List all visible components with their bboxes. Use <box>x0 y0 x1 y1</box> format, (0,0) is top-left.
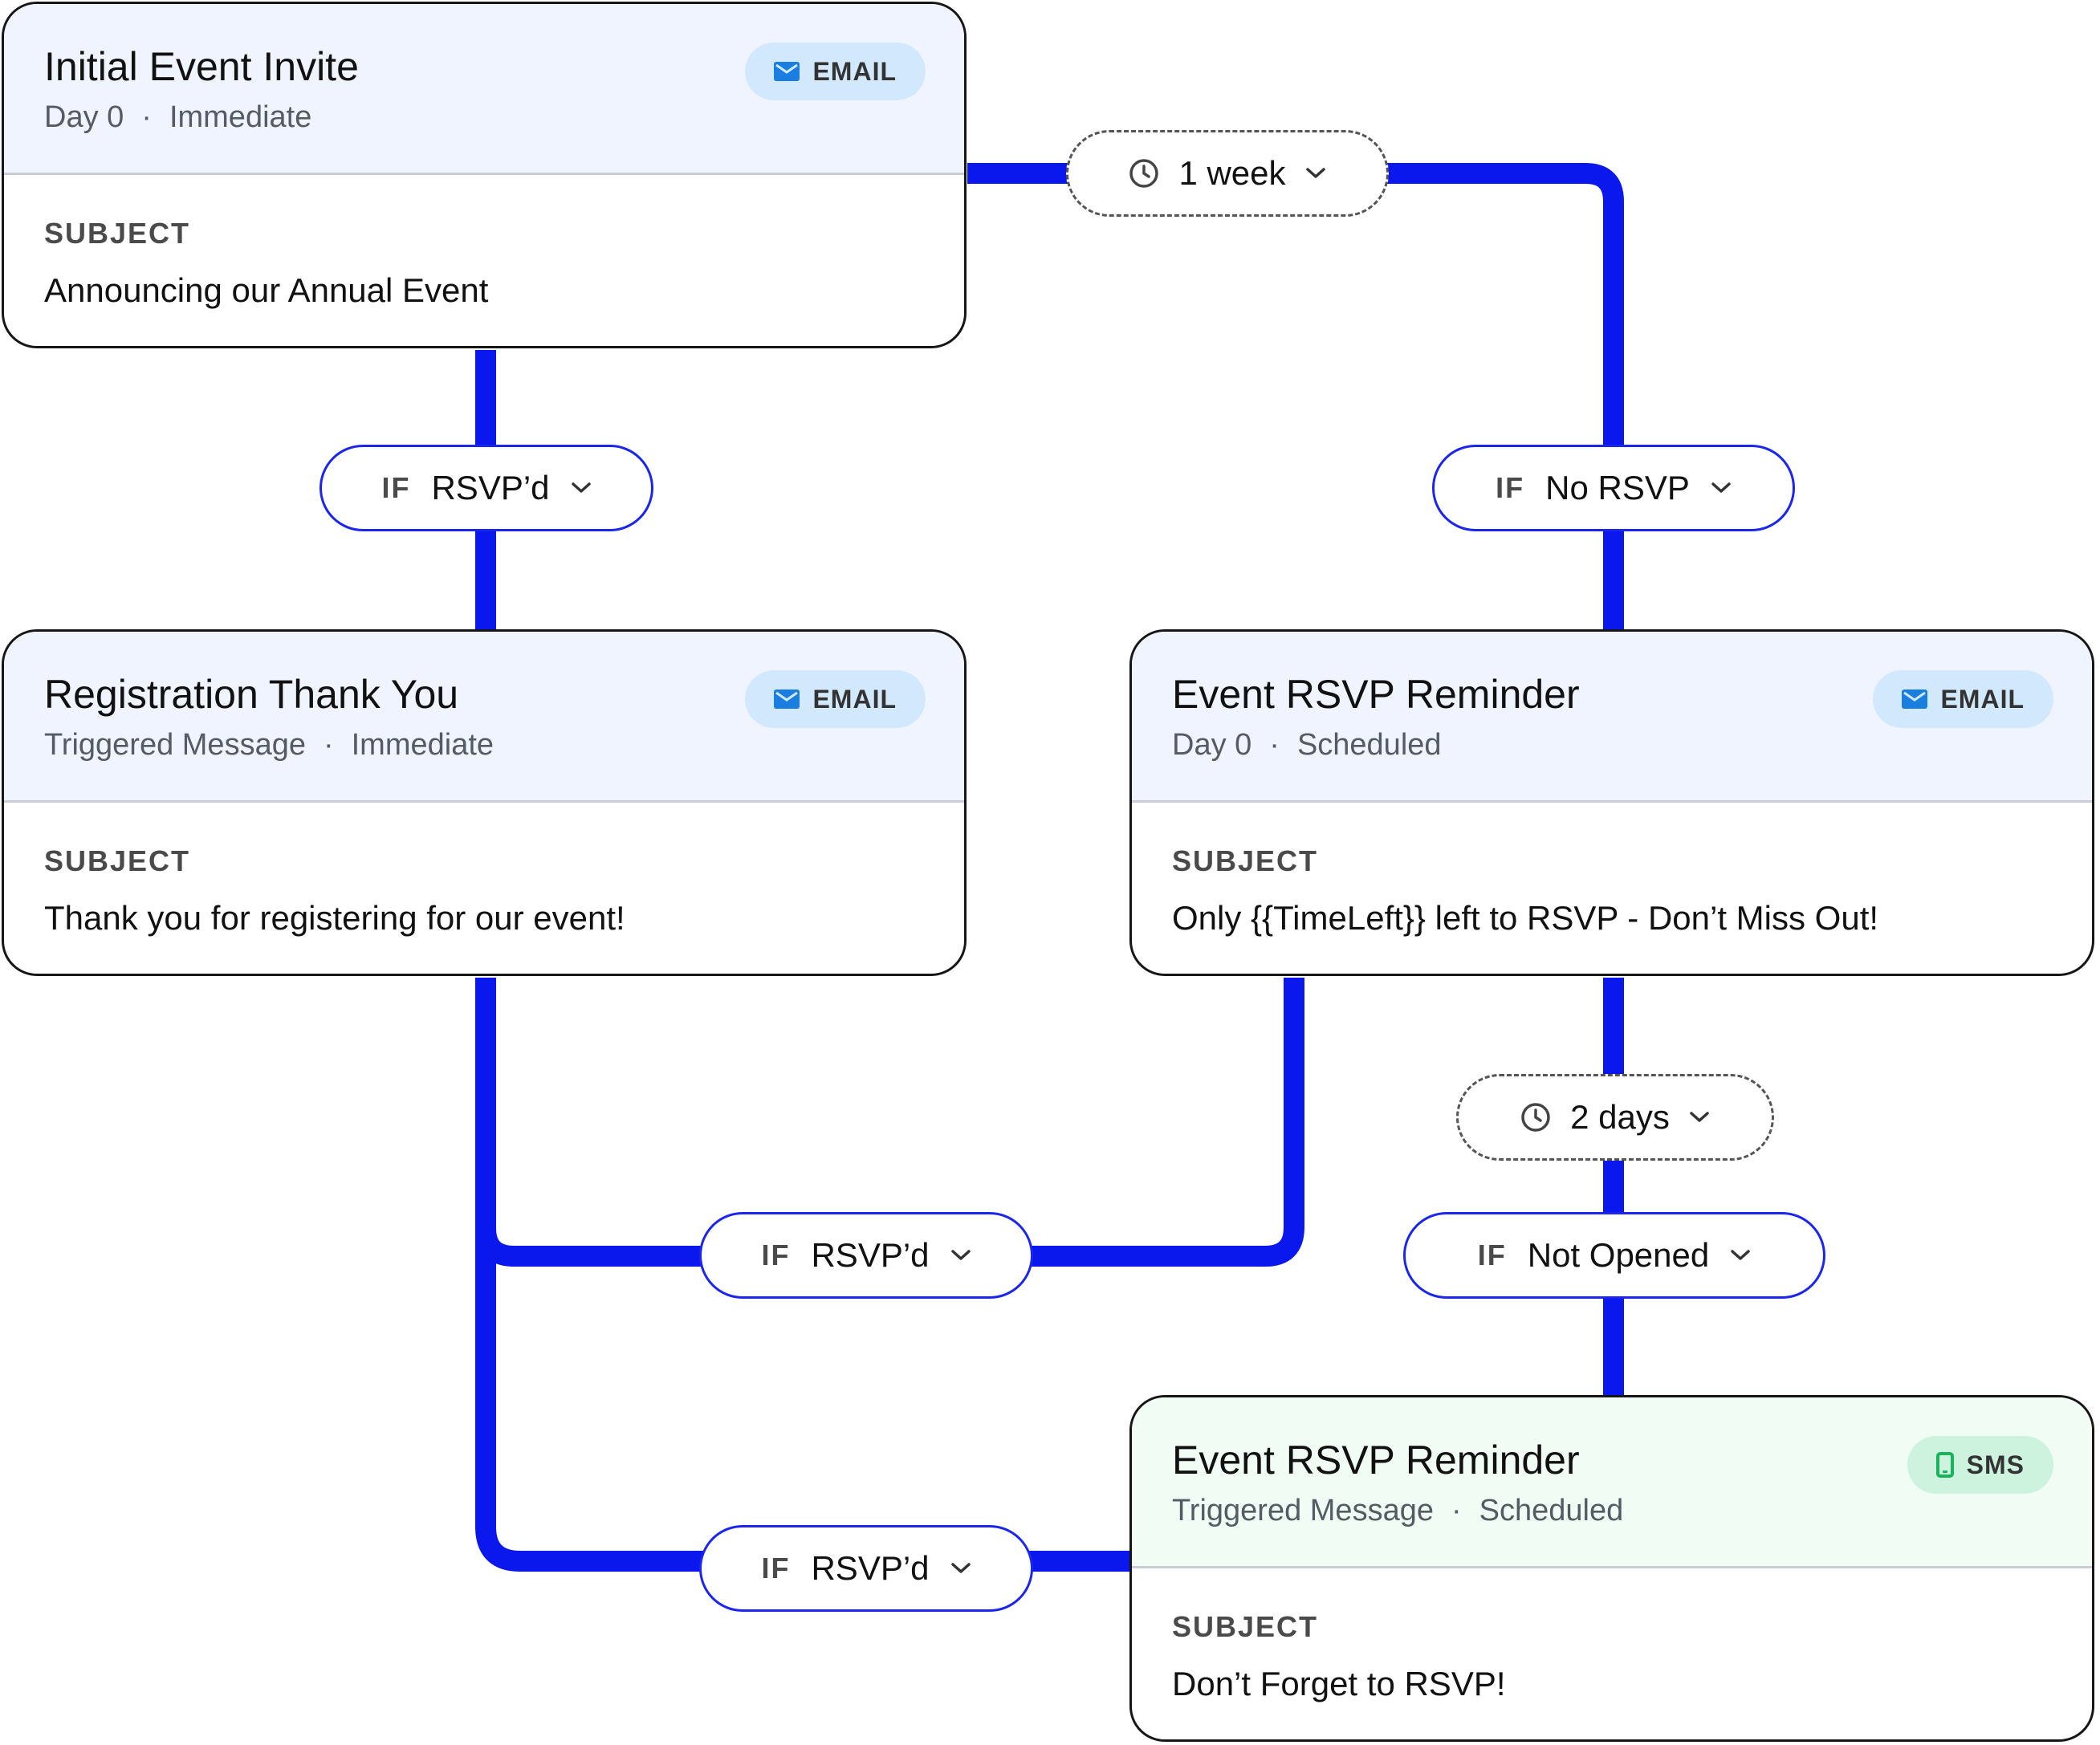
condition-value: RSVP’d <box>811 1236 930 1274</box>
card-body: SUBJECT Announcing our Annual Event <box>4 175 964 346</box>
card-meta-timing: Triggered Message <box>1172 1494 1434 1527</box>
channel-label: EMAIL <box>1940 684 2025 714</box>
separator-dot: · <box>323 728 334 762</box>
envelope-icon <box>1902 689 1928 709</box>
condition-value: Not Opened <box>1527 1236 1710 1274</box>
channel-badge: EMAIL <box>745 43 926 100</box>
card-meta: Day 0 · Scheduled <box>1172 726 1442 763</box>
card-body: SUBJECT Thank you for registering for ou… <box>4 803 964 974</box>
card-meta-timing: Day 0 <box>1172 728 1252 762</box>
chevron-down-icon <box>1711 482 1731 493</box>
channel-badge: EMAIL <box>745 670 926 728</box>
subject-value: Thank you for registering for our event! <box>44 899 625 937</box>
condition-selector-rsvpd-left[interactable]: IF RSVP’d <box>319 445 653 531</box>
card-meta-mode: Scheduled <box>1296 728 1442 762</box>
channel-label: SMS <box>1966 1450 2025 1479</box>
condition-keyword: IF <box>761 1552 791 1584</box>
subject-value: Announcing our Annual Event <box>44 271 489 309</box>
envelope-icon <box>774 689 800 709</box>
message-card-initial-invite[interactable]: Initial Event Invite Day 0 · Immediate EMA… <box>2 2 967 348</box>
separator-dot: · <box>1451 1494 1462 1527</box>
condition-keyword: IF <box>1477 1239 1507 1271</box>
condition-value: No RSVP <box>1545 469 1690 506</box>
separator-dot: · <box>141 100 152 134</box>
condition-selector-not-opened[interactable]: IF Not Opened <box>1403 1212 1825 1299</box>
chevron-down-icon <box>1731 1250 1750 1260</box>
chevron-down-icon <box>1305 168 1325 178</box>
separator-dot: · <box>1269 728 1280 762</box>
phone-icon <box>1935 1452 1954 1478</box>
connector-reminder-to-thankyou <box>475 978 1304 1267</box>
card-body: SUBJECT Don’t Forget to RSVP! <box>1132 1568 2092 1739</box>
card-header: Event RSVP Reminder Day 0 · Scheduled EMAI… <box>1132 632 2092 803</box>
card-meta-mode: Scheduled <box>1479 1494 1624 1527</box>
subject-label: SUBJECT <box>44 844 191 877</box>
delay-value: 2 days <box>1570 1098 1670 1136</box>
delay-selector-1-week[interactable]: 1 week <box>1066 130 1389 217</box>
channel-label: EMAIL <box>812 56 897 86</box>
condition-keyword: IF <box>761 1239 791 1271</box>
card-meta-mode: Immediate <box>169 100 312 134</box>
chevron-down-icon <box>571 482 591 493</box>
card-title: Event RSVP Reminder <box>1172 672 1580 717</box>
condition-keyword: IF <box>1496 471 1525 504</box>
channel-badge: EMAIL <box>1873 670 2053 728</box>
card-meta-timing: Day 0 <box>44 100 124 134</box>
card-header: Initial Event Invite Day 0 · Immediate EMA… <box>4 4 964 175</box>
delay-value: 1 week <box>1178 154 1286 192</box>
delay-selector-2-days[interactable]: 2 days <box>1456 1074 1774 1161</box>
message-card-rsvp-reminder-email[interactable]: Event RSVP Reminder Day 0 · Scheduled EMAI… <box>1129 629 2094 976</box>
card-title: Event RSVP Reminder <box>1172 1438 1580 1483</box>
card-header: Registration Thank You Triggered Message… <box>4 632 964 803</box>
card-body: SUBJECT Only {{TimeLeft}} left to RSVP -… <box>1132 803 2092 974</box>
connector-thankyou-down <box>475 978 1130 1572</box>
subject-label: SUBJECT <box>44 217 191 250</box>
card-meta: Day 0 · Immediate <box>44 99 311 136</box>
card-header: Event RSVP Reminder Triggered Message · Sc… <box>1132 1397 2092 1568</box>
subject-label: SUBJECT <box>1172 1610 1319 1643</box>
message-card-registration-thank-you[interactable]: Registration Thank You Triggered Message… <box>2 629 967 976</box>
envelope-icon <box>774 62 800 81</box>
card-meta-mode: Immediate <box>351 728 494 762</box>
subject-value: Don’t Forget to RSVP! <box>1172 1665 1506 1702</box>
subject-label: SUBJECT <box>1172 844 1319 877</box>
card-meta-timing: Triggered Message <box>44 728 306 762</box>
card-meta: Triggered Message · Immediate <box>44 726 494 763</box>
card-meta: Triggered Message · Scheduled <box>1172 1492 1623 1529</box>
card-title: Initial Event Invite <box>44 44 359 89</box>
channel-badge: SMS <box>1907 1436 2053 1494</box>
message-card-rsvp-reminder-sms[interactable]: Event RSVP Reminder Triggered Message · Sc… <box>1129 1395 2094 1742</box>
clock-icon <box>1129 159 1159 188</box>
subject-value: Only {{TimeLeft}} left to RSVP - Don’t M… <box>1172 899 1879 937</box>
condition-value: RSVP’d <box>811 1549 930 1587</box>
chevron-down-icon <box>950 1563 971 1573</box>
condition-keyword: IF <box>381 471 411 504</box>
card-title: Registration Thank You <box>44 672 459 717</box>
condition-value: RSVP’d <box>431 469 550 506</box>
connector-invite-to-reminder <box>967 163 1624 629</box>
channel-label: EMAIL <box>812 684 897 714</box>
chevron-down-icon <box>1690 1112 1709 1122</box>
clock-icon <box>1521 1103 1550 1132</box>
chevron-down-icon <box>950 1250 971 1260</box>
condition-selector-rsvpd-middle[interactable]: IF RSVP’d <box>699 1212 1033 1299</box>
condition-selector-no-rsvp[interactable]: IF No RSVP <box>1432 445 1795 531</box>
condition-selector-rsvpd-bottom[interactable]: IF RSVP’d <box>699 1525 1033 1612</box>
